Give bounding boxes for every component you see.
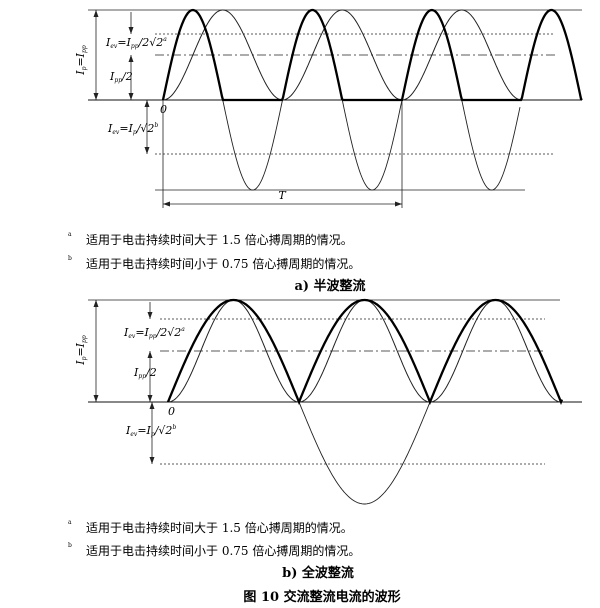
half-arrow-up <box>128 55 134 62</box>
label-ipp: I <box>74 52 87 58</box>
period-arrow-left <box>163 201 170 207</box>
raised-cosine-wave <box>162 9 521 101</box>
full-wave-rectified-current <box>166 298 564 405</box>
label-ip-sub: p <box>81 66 88 70</box>
panel-a-half-wave: Ip=Ipp Iev=Ipp/2√2a Ipp/2 0 Iev=Ip/√2b T… <box>68 8 583 294</box>
ip-arrow-down <box>93 93 99 100</box>
label-iev-top: Iev=Ipp/2√2a <box>123 326 185 340</box>
label-iev-bottom: Iev=Ip/√2b <box>125 424 176 438</box>
label-ip-eq: = <box>74 57 87 66</box>
iev-bottom-arrow-down <box>144 147 150 154</box>
iev-bottom-arrow-down <box>149 457 155 464</box>
label-ip-ipp: Ip=Ipp <box>74 45 88 76</box>
label-ip-ipp: Ip=Ipp <box>74 335 88 366</box>
note-b-mark: b <box>68 542 72 549</box>
iev-bottom-arrow-up <box>144 100 150 107</box>
label-zero: 0 <box>160 103 167 116</box>
figure-caption: 图 10 交流整流电流的波形 <box>243 589 400 605</box>
label-ipp-half: Ipp/2 <box>133 366 157 380</box>
note-a-mark: a <box>68 519 72 526</box>
caption-a: a) 半波整流 <box>294 278 365 294</box>
half-arrow-down <box>147 395 153 402</box>
label-iev-top: Iev=Ipp/2√2a <box>105 36 167 50</box>
note-b-text: 适用于电击持续时间小于 0.75 倍心搏周期的情况。 <box>86 543 360 558</box>
iev-top-arrow <box>147 312 153 319</box>
panel-b-full-wave: Ip=Ipp Iev=Ipp/2√2a Ipp/2 0 Iev=Ip/√2b a… <box>68 298 582 581</box>
note-a-text: 适用于电击持续时间大于 1.5 倍心搏周期的情况。 <box>86 232 353 247</box>
iev-top-arrow <box>128 27 134 34</box>
label-zero: 0 <box>168 405 175 418</box>
period-arrow-right <box>395 201 402 207</box>
label-period-T: T <box>278 189 287 202</box>
label-ip: I <box>74 70 87 76</box>
note-a-text: 适用于电击持续时间大于 1.5 倍心搏周期的情况。 <box>86 520 353 535</box>
caption-b: b) 全波整流 <box>282 565 354 581</box>
half-arrow-down <box>128 93 134 100</box>
label-ipp-half: Ipp/2 <box>109 70 133 84</box>
ip-arrow-up <box>93 300 99 307</box>
note-b-mark: b <box>68 255 72 262</box>
iev-bottom-arrow-up <box>149 402 155 409</box>
label-ipp-sub: pp <box>81 45 88 53</box>
half-arrow-up <box>147 351 153 358</box>
note-b-text: 适用于电击持续时间小于 0.75 倍心搏周期的情况。 <box>86 256 360 271</box>
note-a-mark: a <box>68 231 72 238</box>
ip-arrow-down <box>93 395 99 402</box>
half-wave-rectified-current <box>161 8 583 102</box>
ip-arrow-up <box>93 10 99 17</box>
label-iev-bottom: Iev=Ip/√2b <box>107 122 158 136</box>
